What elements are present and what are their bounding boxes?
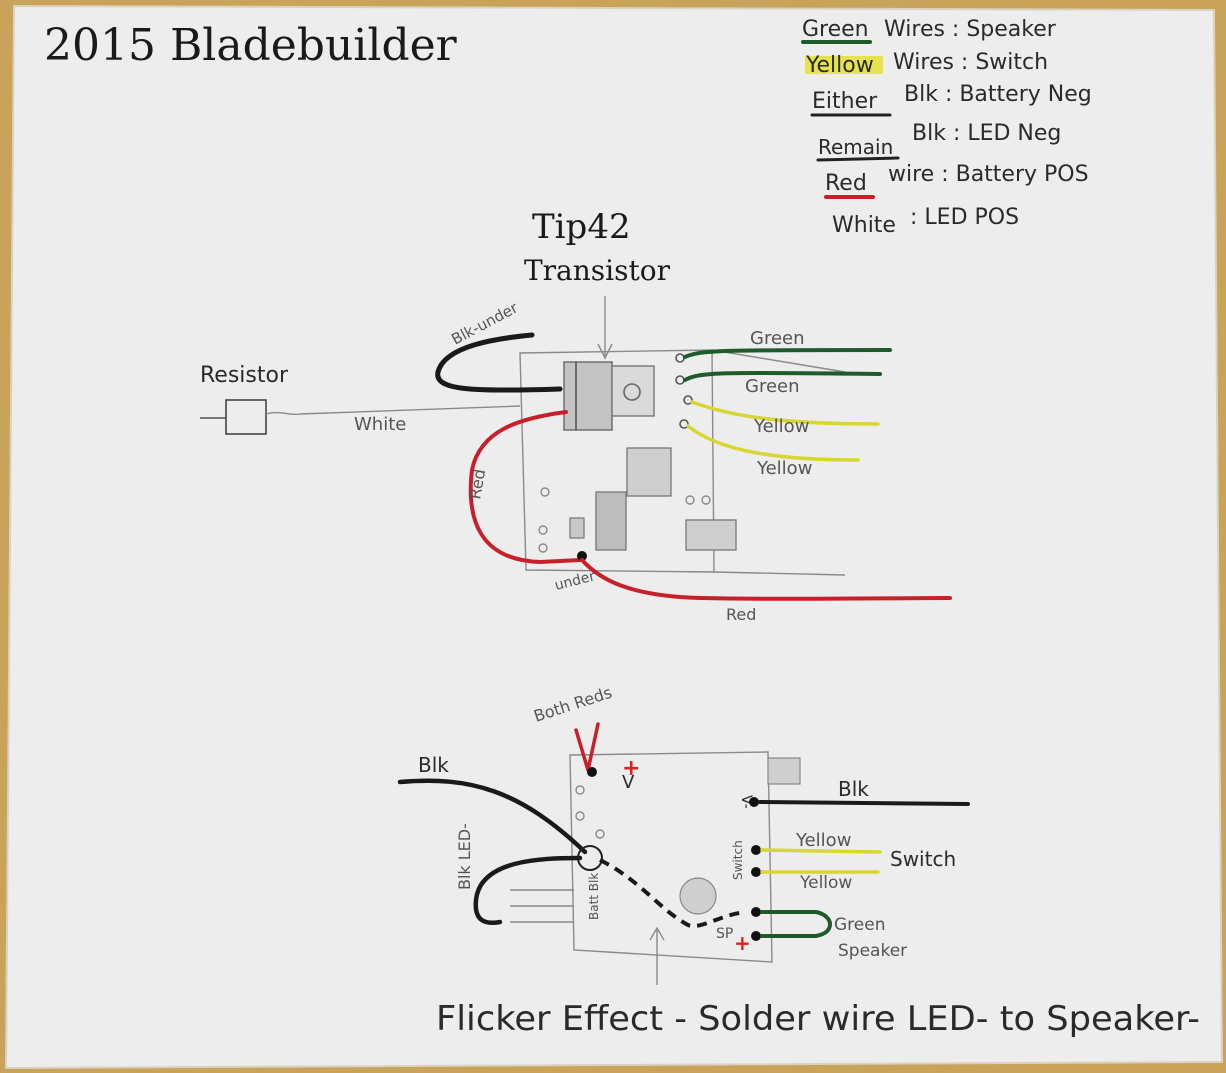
legend-swatch-yellow (805, 56, 883, 74)
plus-marker-bottom: + (734, 931, 751, 955)
v-label: V (622, 772, 635, 793)
white-wire-label: White (354, 414, 406, 435)
legend-row-white: White : LED POS (832, 205, 1019, 238)
flicker-pointer-head (649, 926, 665, 941)
board-capacitor (595, 491, 627, 551)
board-connector (767, 757, 801, 785)
switch-label: Switch (890, 847, 956, 871)
red-left-label: Red (465, 467, 489, 500)
legend-label-yellow: Wires : Switch (893, 50, 1048, 75)
pin-green-1 (751, 907, 761, 917)
green-label: Green (834, 915, 885, 935)
legend-label-white: : LED POS (910, 205, 1019, 230)
plus-marker-top: + (622, 756, 640, 781)
blk-led-label: Blk LED- (455, 823, 474, 890)
tip42-transistor (563, 361, 613, 431)
yellow-wire-2-label: Yellow (756, 458, 812, 479)
switch-yellow-wire-1 (760, 848, 882, 854)
pin-yellow-2 (751, 867, 761, 877)
legend-key-red: Red (825, 171, 867, 196)
yellow-2-label: Yellow (799, 873, 852, 893)
green-wire-2 (683, 370, 882, 382)
speaker-green-wire (760, 910, 832, 938)
red-bottom-label: Red (726, 605, 756, 624)
board-round-component (679, 877, 717, 915)
board-pad (540, 487, 550, 497)
paper-edge (4, 4, 1224, 1070)
yellow-pad-1 (683, 395, 693, 405)
legend-swatch-remain (816, 156, 900, 162)
v-minus-label: V- (738, 795, 754, 809)
green-wire-1 (683, 348, 892, 359)
white-wire (265, 405, 521, 416)
legend-key-green: Green (802, 17, 869, 42)
legend-key-remain: Remain (818, 135, 893, 159)
pin-green-2 (751, 931, 761, 941)
pin-blk (749, 797, 759, 807)
board-pad (575, 785, 585, 795)
flicker-dashed-wire (599, 858, 746, 928)
battery-blk-wire-right (758, 800, 970, 806)
board-pad (701, 495, 711, 505)
flicker-effect-note: Flicker Effect - Solder wire LED- to Spe… (436, 999, 1200, 1039)
legend-label-red: wire : Battery POS (888, 162, 1089, 187)
black-wire-loop (435, 332, 563, 393)
board-pad (685, 495, 695, 505)
transistor-pointer-head (597, 343, 613, 360)
pin-yellow-1 (751, 845, 761, 855)
legend-label-either: Blk : Battery Neg (904, 82, 1092, 107)
sp-label: SP (716, 926, 733, 942)
transistor-sublabel: Transistor (524, 254, 671, 287)
speaker-label: Speaker (838, 941, 907, 961)
red-solder-point (577, 551, 587, 561)
legend-row-remain: Remain Blk : LED Neg (816, 121, 1061, 162)
yellow-wire-2 (686, 424, 860, 462)
board-edge-perspective (711, 349, 846, 373)
blk-right-label: Blk (838, 777, 869, 801)
legend-key-either: Either (812, 89, 878, 114)
legend-key-white: White (832, 213, 896, 238)
board-pad (595, 829, 605, 839)
yellow-wire-1-label: Yellow (753, 416, 809, 437)
resistor-body (225, 399, 267, 435)
yellow-1-label: Yellow (795, 830, 851, 851)
blk-left-label: Blk (418, 753, 449, 777)
transistor-heatsink (611, 365, 655, 417)
legend-row-red: Red wire : Battery POS (824, 162, 1089, 199)
legend-row-green: Green Wires : Speaker (801, 17, 1057, 44)
red-solder-point-bottom (587, 767, 597, 777)
resistor-label: Resistor (200, 363, 289, 388)
board-small-part (569, 517, 585, 539)
switch-vertical-label: Switch (731, 840, 745, 880)
board-bottom-perspective (713, 571, 846, 576)
board-pad (538, 525, 548, 535)
heatsink-screw (623, 383, 641, 401)
led-neg-wire (473, 855, 583, 925)
wire-legend: Green Wires : Speaker Yellow Wires : Swi… (801, 17, 1092, 238)
board-component (685, 519, 737, 551)
green-wire-1-label: Green (750, 328, 805, 349)
board-pad (575, 811, 585, 821)
transistor-label: Tip42 (532, 207, 631, 247)
battery-neg-wire (397, 778, 588, 855)
top-wiring-diagram: Tip42 Transistor Resistor White Blk-unde… (200, 207, 952, 624)
batt-blk-label: Batt Blk (587, 873, 601, 920)
legend-row-either: Either Blk : Battery Neg (810, 82, 1092, 117)
yellow-wire-1 (690, 400, 880, 426)
sound-board (569, 751, 773, 963)
page-title: 2015 Bladebuilder (44, 20, 458, 71)
legend-key-yellow: Yellow (805, 53, 874, 78)
legend-row-yellow: Yellow Wires : Switch (805, 50, 1048, 78)
board-pad (538, 543, 548, 553)
legend-label-green: Wires : Speaker (884, 17, 1057, 42)
red-wire-bottom (580, 558, 952, 601)
red-wire-left (468, 410, 582, 564)
green-wire-2-label: Green (745, 376, 800, 397)
board-chip (626, 447, 672, 497)
legend-label-remain: Blk : LED Neg (912, 121, 1061, 146)
yellow-pad-2 (679, 419, 689, 429)
